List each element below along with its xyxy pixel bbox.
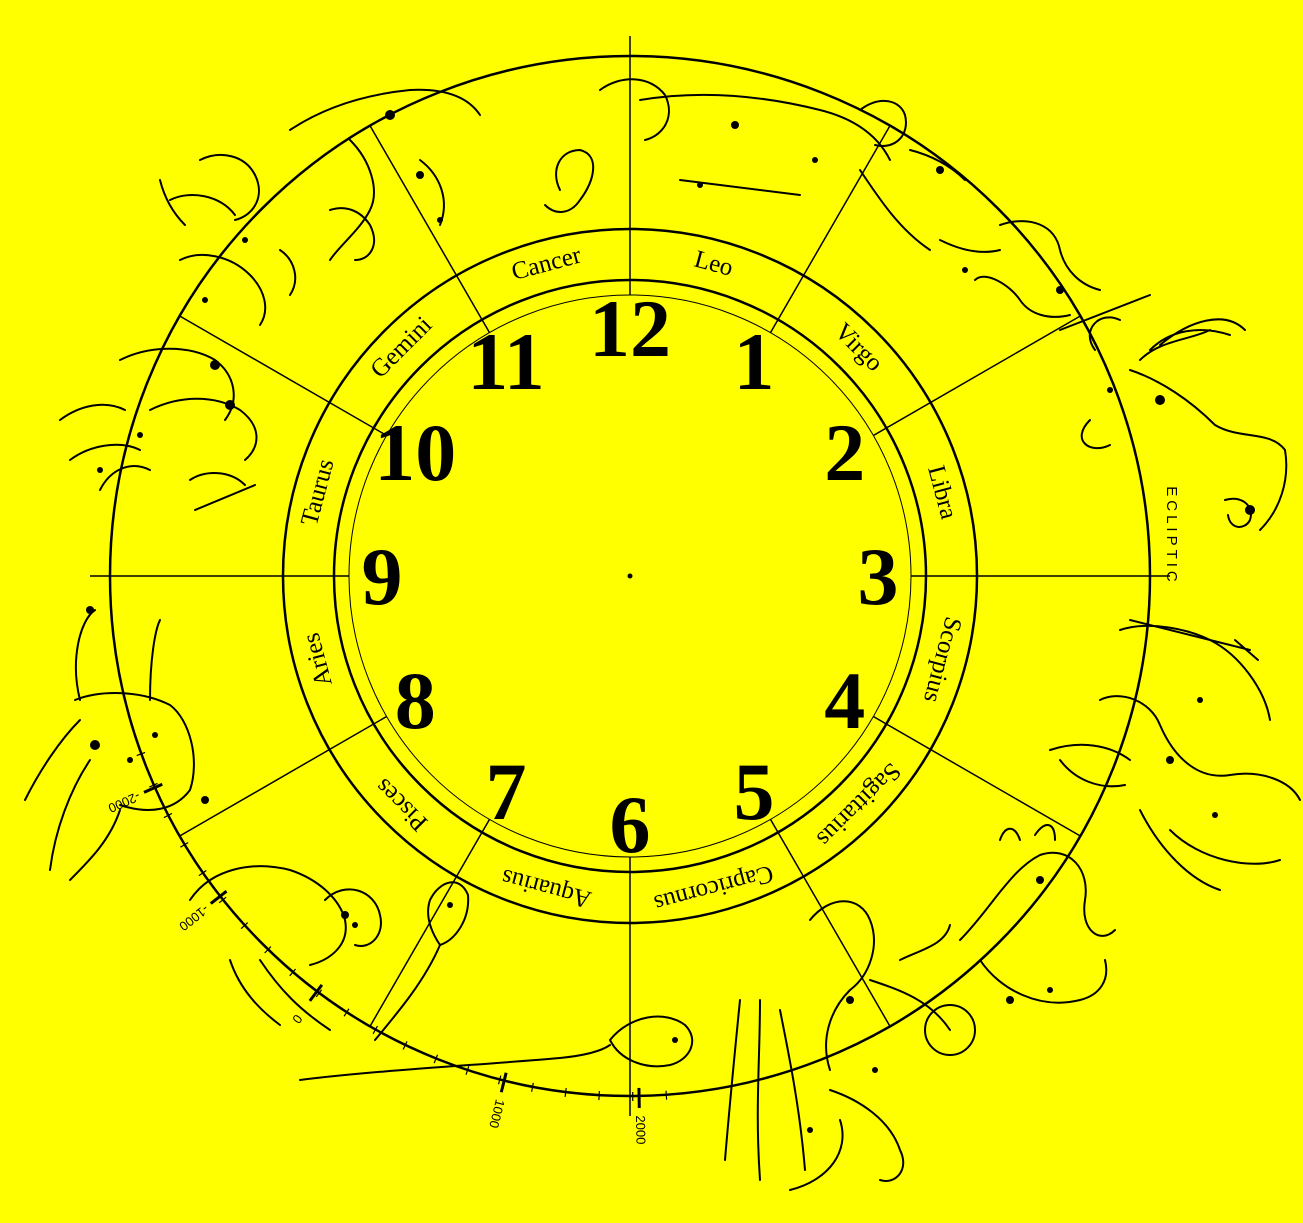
sign-divider <box>873 316 1080 436</box>
twins-icon <box>60 349 256 510</box>
archer-icon <box>1050 620 1300 890</box>
minor-tick <box>532 1083 534 1092</box>
sign-divider <box>180 316 387 436</box>
numeral-6: 6 <box>610 779 651 870</box>
minor-tick <box>565 1088 566 1097</box>
sign-label-scorpius: Scorpius <box>918 614 967 706</box>
constellation-figures <box>25 79 1300 1190</box>
goat-icon <box>960 825 1115 1004</box>
numeral-9: 9 <box>362 531 403 622</box>
sign-label-virgo: Virgo <box>829 318 888 377</box>
numeral-1: 1 <box>734 316 775 407</box>
center-dot <box>628 574 633 579</box>
year-label: -2000 <box>106 789 142 816</box>
year-tick <box>501 1073 506 1092</box>
sign-label-taurus: Taurus <box>296 456 340 528</box>
sign-label-aries: Aries <box>298 630 338 689</box>
sign-label-leo: Leo <box>691 246 736 282</box>
lion-icon <box>290 90 480 260</box>
minor-tick <box>599 1091 600 1100</box>
fish-icon <box>300 882 692 1080</box>
ecliptic-label: ECLIPTIC <box>1163 486 1180 586</box>
precession-year-scale: 2000 1000 0 -1000 -2000 <box>106 752 667 1144</box>
sign-label-pisces: Pisces <box>370 773 433 836</box>
numeral-7: 7 <box>486 746 527 837</box>
sign-divider <box>771 126 891 333</box>
crab-icon <box>160 155 295 325</box>
numeral-4: 4 <box>824 655 865 746</box>
numeral-8: 8 <box>395 655 436 746</box>
sign-label-gemini: Gemini <box>365 311 437 383</box>
scales-icon <box>860 101 1000 273</box>
minor-tick <box>666 1091 667 1100</box>
sign-divider <box>370 126 490 333</box>
maiden-icon <box>545 79 930 250</box>
ecliptic-text: ECLIPTIC <box>1163 486 1180 586</box>
sign-divider <box>180 717 387 837</box>
numeral-10: 10 <box>374 407 456 498</box>
numeral-11: 11 <box>467 316 544 407</box>
year-label: 0 <box>289 1012 305 1027</box>
numeral-12: 12 <box>589 283 671 374</box>
numeral-3: 3 <box>858 531 899 622</box>
sign-label-libra: Libra <box>922 463 962 522</box>
scorpion-icon <box>975 221 1286 530</box>
sign-divider <box>370 819 490 1026</box>
water-bearer-icon <box>725 901 975 1190</box>
numeral-5: 5 <box>734 746 775 837</box>
year-label: 2000 <box>633 1115 649 1144</box>
ram-icon <box>190 866 381 1030</box>
sign-label-aquarius: Aquarius <box>499 863 595 913</box>
year-label: -1000 <box>176 902 211 934</box>
numeral-2: 2 <box>824 407 865 498</box>
year-label: 1000 <box>486 1098 508 1130</box>
